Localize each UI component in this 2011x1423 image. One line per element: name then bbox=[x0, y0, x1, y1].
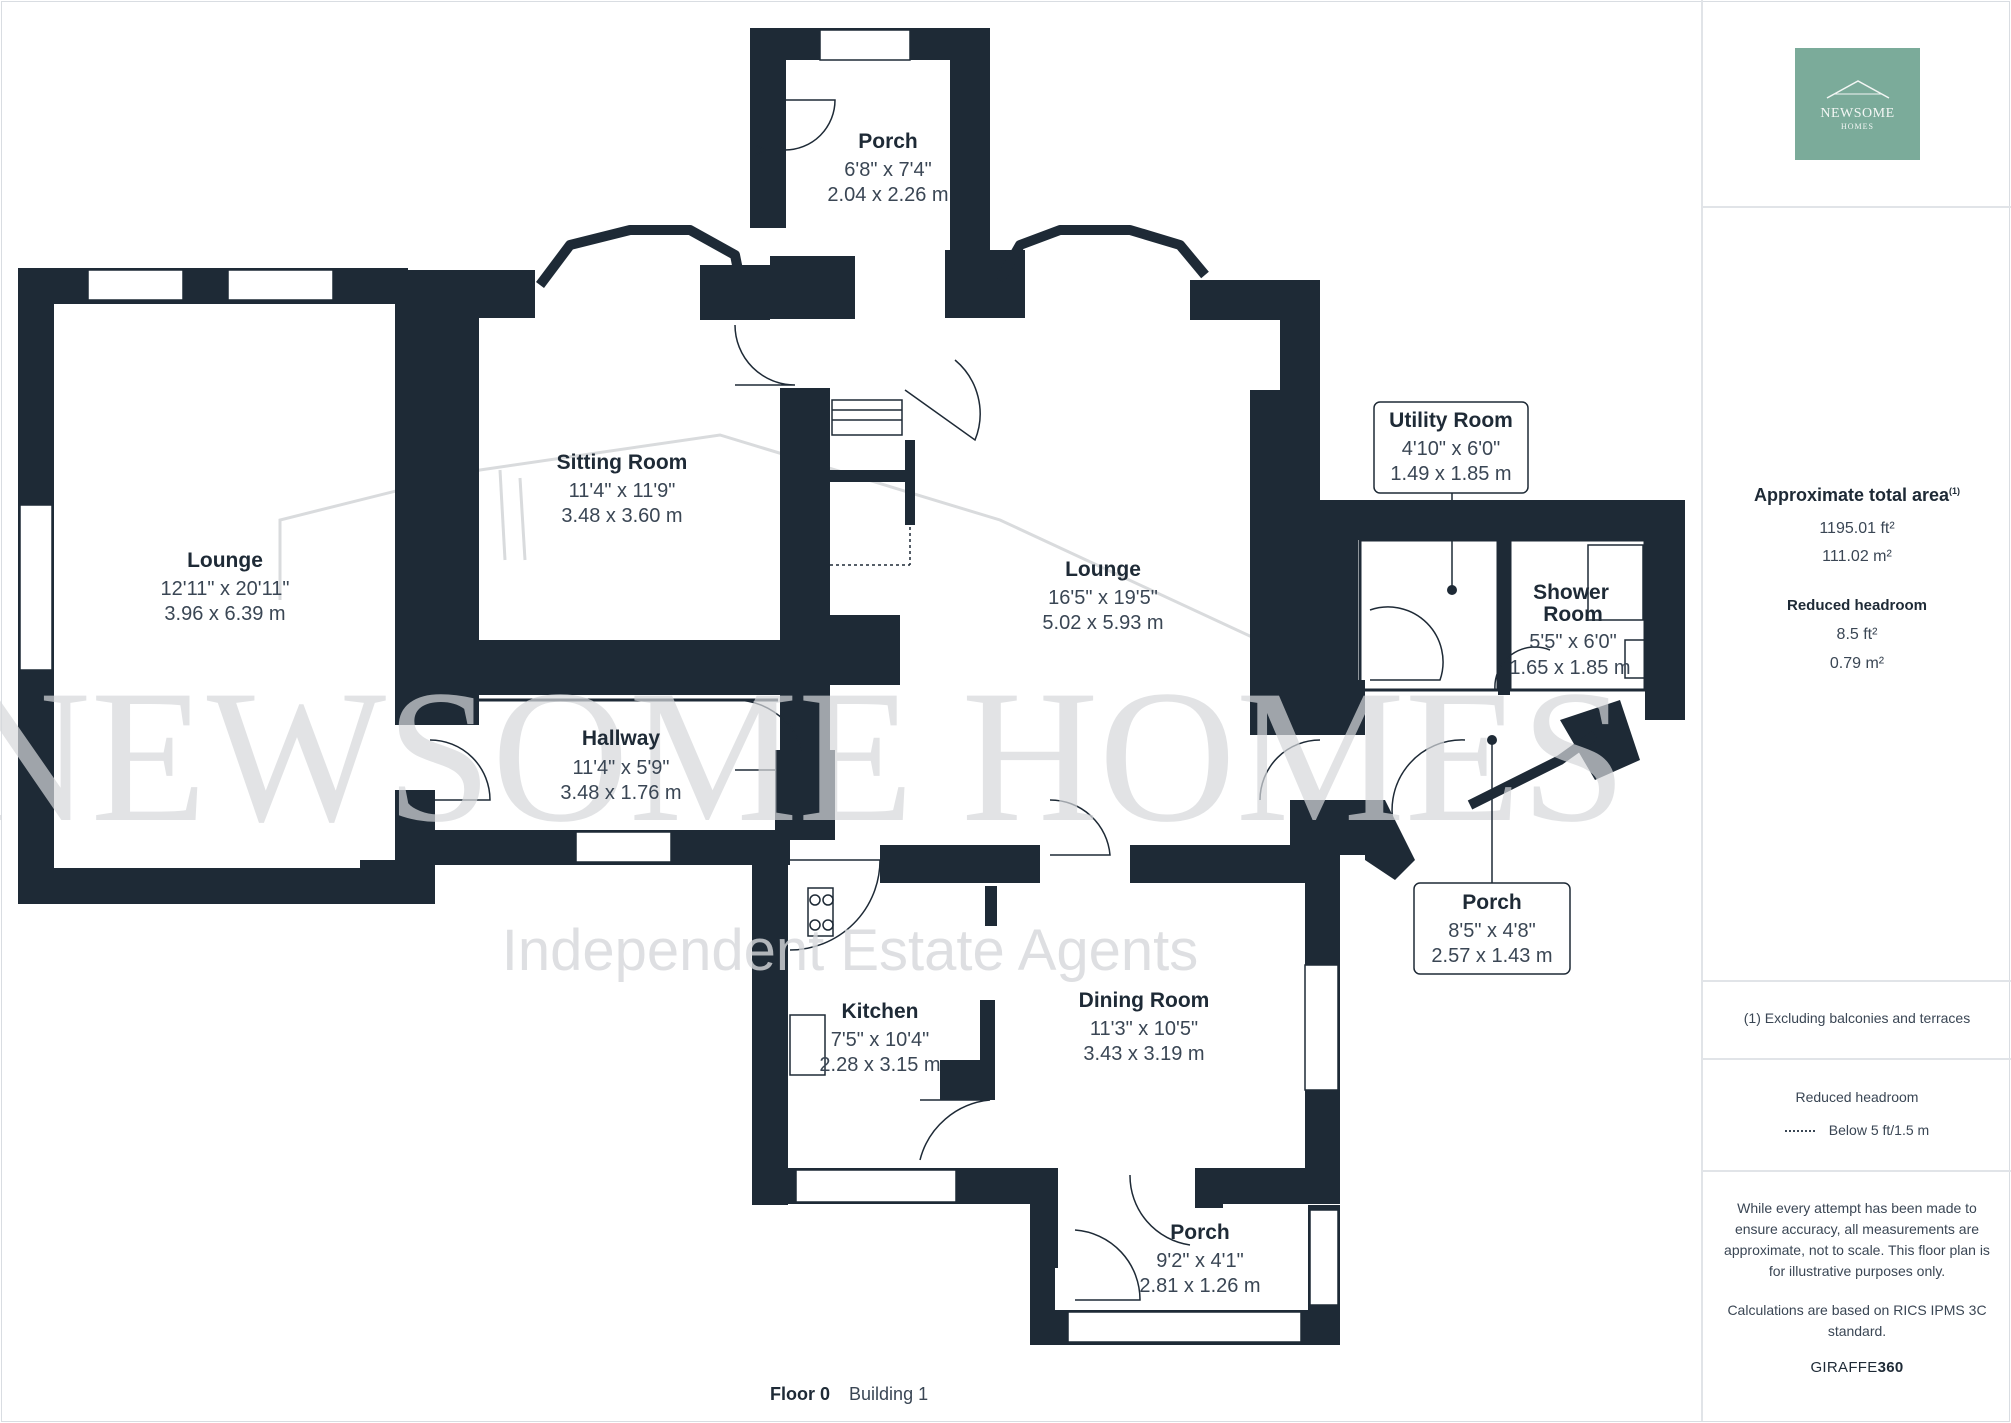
disclaimer: While every attempt has been made to ens… bbox=[1724, 1200, 1990, 1279]
doors bbox=[429, 99, 1551, 1301]
fixtures bbox=[750, 144, 1646, 1076]
room-imperial: 12'11" x 20'11" bbox=[161, 578, 290, 600]
disclaimer-standard: Calculations are based on RICS IPMS 3C s… bbox=[1727, 1302, 1987, 1339]
room-name: Porch bbox=[858, 130, 918, 153]
dotted-line-icon bbox=[1784, 1130, 1815, 1133]
building-label: Building 1 bbox=[849, 1384, 929, 1404]
room-name: Porch bbox=[1462, 891, 1522, 914]
room-imperial: 8'5" x 4'8" bbox=[1448, 920, 1535, 942]
legend-text: Below 5 ft/1.5 m bbox=[1828, 1122, 1930, 1138]
room-metric: 3.48 x 1.76 m bbox=[560, 782, 681, 804]
room-name: Porch bbox=[1170, 1221, 1230, 1244]
room-metric: 2.28 x 3.15 m bbox=[819, 1054, 940, 1076]
room-metric: 1.49 x 1.85 m bbox=[1390, 463, 1511, 485]
reduced-m: 0.79 m² bbox=[1829, 655, 1885, 672]
giraffe-number: 360 bbox=[1877, 1359, 1904, 1376]
giraffe-text: GIRAFFE bbox=[1810, 1359, 1878, 1376]
room-metric: 1.65 x 1.85 m bbox=[1509, 657, 1630, 679]
brand-logo: NEWSOME HOMES bbox=[1795, 48, 1920, 160]
floor-footer: Floor 0 Building 1 bbox=[770, 1384, 928, 1405]
svg-text:Independent Estate Agents: Independent Estate Agents bbox=[502, 918, 1199, 983]
room-metric: 2.04 x 2.26 m bbox=[827, 184, 948, 206]
utility-room-callout: Utility Room 4'10" x 6'0" 1.49 x 1.85 m bbox=[1373, 401, 1529, 595]
room-imperial: 9'2" x 4'1" bbox=[1156, 1250, 1243, 1272]
room-name: Lounge bbox=[187, 549, 263, 572]
room-name: Kitchen bbox=[841, 1000, 918, 1023]
bay-windows bbox=[536, 225, 1598, 810]
room-imperial: 5'5" x 6'0" bbox=[1529, 631, 1616, 653]
room-name: Hallway bbox=[582, 727, 661, 750]
room-name: Utility Room bbox=[1389, 409, 1513, 432]
room-imperial: 7'5" x 10'4" bbox=[831, 1029, 930, 1051]
room-labels: Porch 6'8" x 7'4" 2.04 x 2.26 m Sitting … bbox=[161, 130, 1631, 1297]
svg-text:NEWSOME HOMES: NEWSOME HOMES bbox=[0, 652, 1627, 862]
room-metric: 2.81 x 1.26 m bbox=[1139, 1275, 1260, 1297]
room-metric: 3.43 x 3.19 m bbox=[1083, 1043, 1204, 1065]
room-metric: 3.48 x 3.60 m bbox=[561, 505, 682, 527]
windows bbox=[19, 29, 1339, 1343]
divider bbox=[1703, 206, 2011, 208]
giraffe360-logo: GIRAFFE360 bbox=[1703, 1359, 2011, 1376]
brand-name: NEWSOME bbox=[1820, 105, 1895, 121]
watermark-house bbox=[278, 433, 1281, 652]
room-name: Room bbox=[1543, 603, 1603, 626]
room-imperial: 4'10" x 6'0" bbox=[1402, 438, 1501, 460]
room-name: Shower bbox=[1533, 581, 1609, 604]
watermark: NEWSOME HOMES Independent Estate Agents bbox=[0, 652, 1627, 983]
legend-title: Reduced headroom bbox=[1795, 1089, 1919, 1105]
footnote: (1) Excluding balconies and terraces bbox=[1743, 1010, 1971, 1026]
sidebar: NEWSOME HOMES Approximate total area (1) … bbox=[1701, 0, 2011, 1421]
room-imperial: 11'4" x 11'9" bbox=[569, 480, 676, 502]
area-m: 111.02 m² bbox=[1822, 548, 1892, 565]
room-imperial: 16'5" x 19'5" bbox=[1048, 587, 1158, 609]
reduced-title: Reduced headroom bbox=[1786, 597, 1928, 614]
area-sup: (1) bbox=[1949, 486, 1961, 496]
room-imperial: 6'8" x 7'4" bbox=[844, 159, 931, 181]
room-name: Lounge bbox=[1065, 558, 1141, 581]
divider bbox=[1703, 1058, 2011, 1060]
inner-walls bbox=[478, 538, 1647, 880]
floor-label: Floor 0 bbox=[770, 1384, 831, 1404]
divider bbox=[1703, 980, 2011, 982]
house-logo-icon bbox=[1826, 79, 1889, 99]
divider bbox=[1703, 1170, 2011, 1172]
room-name: Sitting Room bbox=[557, 451, 688, 474]
room-imperial: 11'4" x 5'9" bbox=[572, 757, 669, 779]
area-title: Approximate total area(1) bbox=[1703, 485, 2011, 506]
reduced-ft: 8.5 ft² bbox=[1836, 626, 1878, 643]
room-metric: 2.57 x 1.43 m bbox=[1431, 945, 1552, 967]
area-title-text: Approximate total area bbox=[1753, 485, 1950, 505]
floor-plan: NEWSOME HOMES Independent Estate Agents … bbox=[0, 28, 1685, 1345]
room-metric: 3.96 x 6.39 m bbox=[164, 603, 285, 625]
room-metric: 5.02 x 5.93 m bbox=[1042, 612, 1163, 634]
brand-sub: HOMES bbox=[1840, 121, 1874, 131]
area-ft: 1195.01 ft² bbox=[1819, 520, 1895, 537]
porch-callout: Porch 8'5" x 4'8" 2.57 x 1.43 m bbox=[1413, 735, 1571, 975]
room-name: Dining Room bbox=[1079, 989, 1210, 1012]
legend-row: Below 5 ft/1.5 m bbox=[1703, 1120, 2011, 1141]
room-imperial: 11'3" x 10'5" bbox=[1090, 1018, 1198, 1040]
